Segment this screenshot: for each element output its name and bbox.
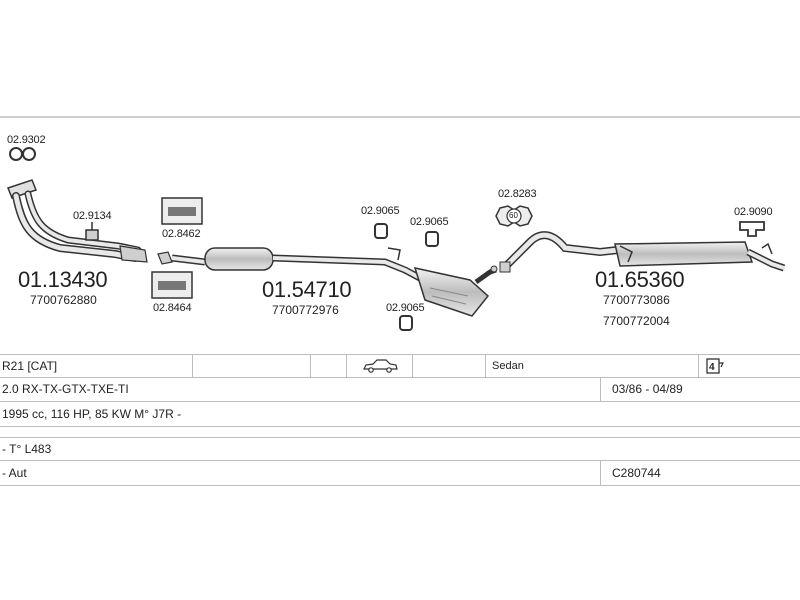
middle-silencer [157, 247, 498, 317]
4x2-drive-icon: 4 [706, 358, 724, 379]
variant-cell: 2.0 RX-TX-GTX-TXE-TI [2, 382, 129, 396]
table-row: 1995 cc, 116 HP, 85 KW M° J7R - [0, 402, 800, 427]
bracket-box-icon [151, 271, 193, 299]
front-downpipe [7, 179, 148, 263]
ring-mount-label: 02.8283 [498, 188, 537, 200]
gearbox-cell: - Aut [2, 466, 27, 480]
table-row [0, 427, 800, 438]
engine-cell: 1995 cc, 116 HP, 85 KW M° J7R - [2, 407, 182, 421]
rubber-mount-b-label: 02.9065 [410, 216, 449, 228]
tail-mount-icon [739, 221, 765, 237]
gasket-part-label: 02.9302 [7, 134, 46, 146]
clamp-icon [85, 222, 99, 241]
body-type-cell: Sedan [492, 360, 524, 372]
ring-mount-icon [495, 205, 533, 227]
svg-text:4: 4 [709, 362, 715, 373]
ring-mount-badge: 60 [509, 211, 518, 220]
rubber-mount-c-label: 02.9065 [386, 302, 425, 314]
bracket-box-icon [161, 197, 203, 225]
table-row: - T° L483 [0, 438, 800, 461]
gasket-ring-icon [9, 147, 36, 161]
rear-oem-ref-2: 7700772004 [603, 314, 670, 328]
rear-oem-ref-1: 7700773086 [603, 293, 670, 307]
rear-silencer [499, 231, 786, 273]
years-cell: 03/86 - 04/89 [612, 382, 683, 396]
rubber-mount-icon [374, 223, 439, 331]
tail-mount-label: 02.9090 [734, 206, 773, 218]
model-cell: R21 [CAT] [2, 359, 58, 373]
catalog-code-cell: C280744 [612, 466, 661, 480]
downpipe-oem-ref: 7700762880 [30, 293, 97, 307]
top-divider [0, 116, 800, 118]
bracket-lower-label: 02.8464 [153, 302, 192, 314]
clamp-part-label: 02.9134 [73, 210, 112, 222]
table-row: - Aut C280744 [0, 461, 800, 486]
bracket-upper-label: 02.8462 [162, 228, 201, 240]
downpipe-part-code: 01.13430 [18, 267, 108, 292]
rubber-mount-a-label: 02.9065 [361, 205, 400, 217]
table-row: 2.0 RX-TX-GTX-TXE-TI 03/86 - 04/89 [0, 377, 800, 402]
middle-part-code: 01.54710 [262, 277, 352, 302]
table-row: R21 [CAT] Sedan 4 [0, 354, 800, 378]
note-cell: - T° L483 [2, 442, 52, 456]
sedan-car-icon [362, 359, 398, 378]
middle-oem-ref: 7700772976 [272, 303, 339, 317]
rear-part-code: 01.65360 [595, 267, 685, 292]
